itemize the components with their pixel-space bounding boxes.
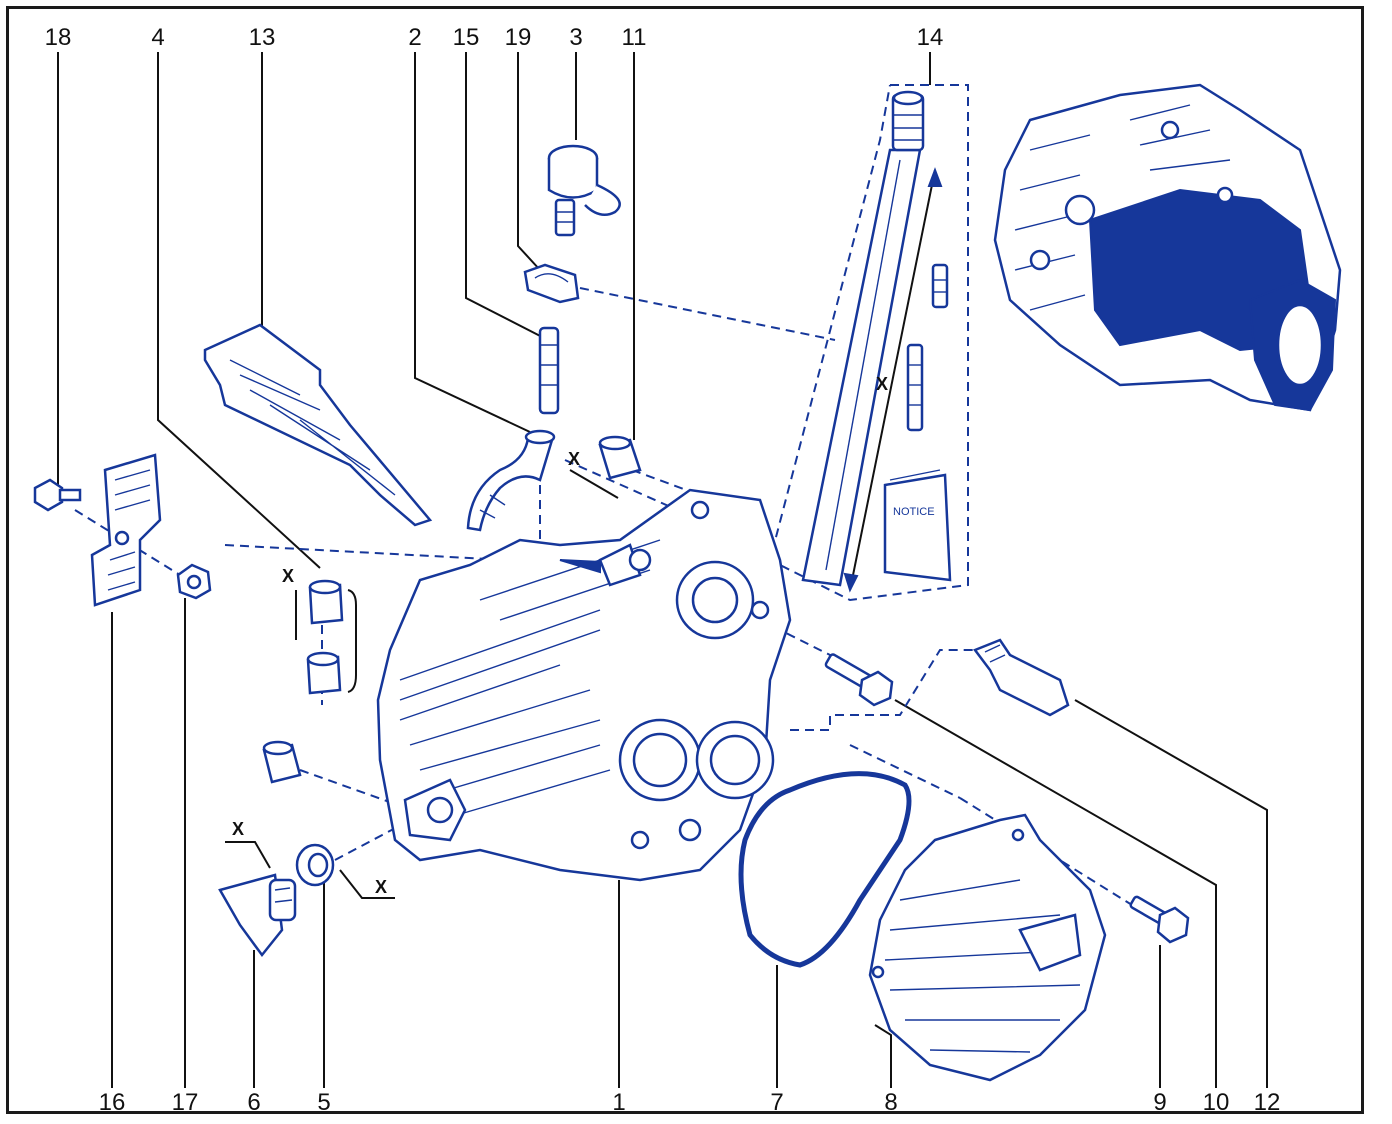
callout-7: 7	[770, 1089, 783, 1116]
callout-4: 4	[151, 24, 164, 51]
callout-19: 19	[505, 24, 532, 51]
part-9-bolt	[1129, 895, 1190, 944]
callout-11: 11	[622, 24, 647, 51]
part-6-drain-plug: X	[218, 819, 297, 958]
callout-2: 2	[408, 24, 421, 51]
callout-13: 13	[249, 24, 276, 51]
dim-mark-x-bushes: X	[282, 566, 294, 586]
callout-6: 6	[247, 1089, 260, 1116]
part-2-hose	[466, 429, 556, 532]
part-12-sensor	[973, 638, 1070, 717]
callout-14: 14	[917, 24, 944, 51]
dim-mark-x-bush: X	[568, 449, 580, 469]
notice-booklet-text: NOTICE	[893, 506, 935, 518]
callout-5: 5	[317, 1089, 330, 1116]
part-16-bracket	[90, 453, 162, 607]
callout-15: 15	[453, 24, 480, 51]
part-15-breather-tube	[538, 326, 560, 415]
part-3-vent-cap	[547, 144, 621, 237]
callout-18: 18	[45, 24, 72, 51]
notice-booklet: NOTICE	[883, 469, 952, 582]
callout-10: 10	[1203, 1089, 1230, 1116]
callout-9: 9	[1153, 1089, 1166, 1116]
callout-12: 12	[1254, 1089, 1281, 1116]
dim-mark-x-plug: X	[232, 819, 244, 839]
part-11-bush: X	[568, 435, 642, 499]
part-8-end-cover	[868, 813, 1107, 1082]
part-18-bolt	[33, 478, 82, 512]
dim-mark-x-dipstick: X	[876, 374, 888, 394]
small-bush	[262, 740, 302, 784]
part-17-nut	[176, 563, 212, 600]
part-1-gearbox-housing	[376, 488, 792, 882]
dipstick-tube: X	[801, 90, 943, 593]
part-7-gasket	[738, 771, 912, 968]
callout-3: 3	[569, 24, 582, 51]
diagram-frame	[6, 6, 1364, 1114]
part-13-heat-shield	[203, 323, 433, 527]
callout-17: 17	[172, 1089, 199, 1116]
callout-16: 16	[99, 1089, 126, 1116]
part-19-clip	[523, 263, 580, 304]
part-4-bushes: X	[282, 566, 357, 695]
part-5-washer: X	[295, 843, 395, 899]
part-10-bolt	[824, 653, 894, 707]
leader-lines	[57, 52, 1268, 1088]
kit-connector-small	[931, 263, 949, 309]
kit-connector-long	[906, 343, 924, 432]
assembled-gearbox-illustration	[993, 83, 1342, 412]
callout-1: 1	[612, 1089, 625, 1116]
dim-mark-x-washer: X	[375, 877, 387, 897]
callout-8: 8	[884, 1089, 897, 1116]
dipstick-kit-outline	[768, 84, 969, 602]
